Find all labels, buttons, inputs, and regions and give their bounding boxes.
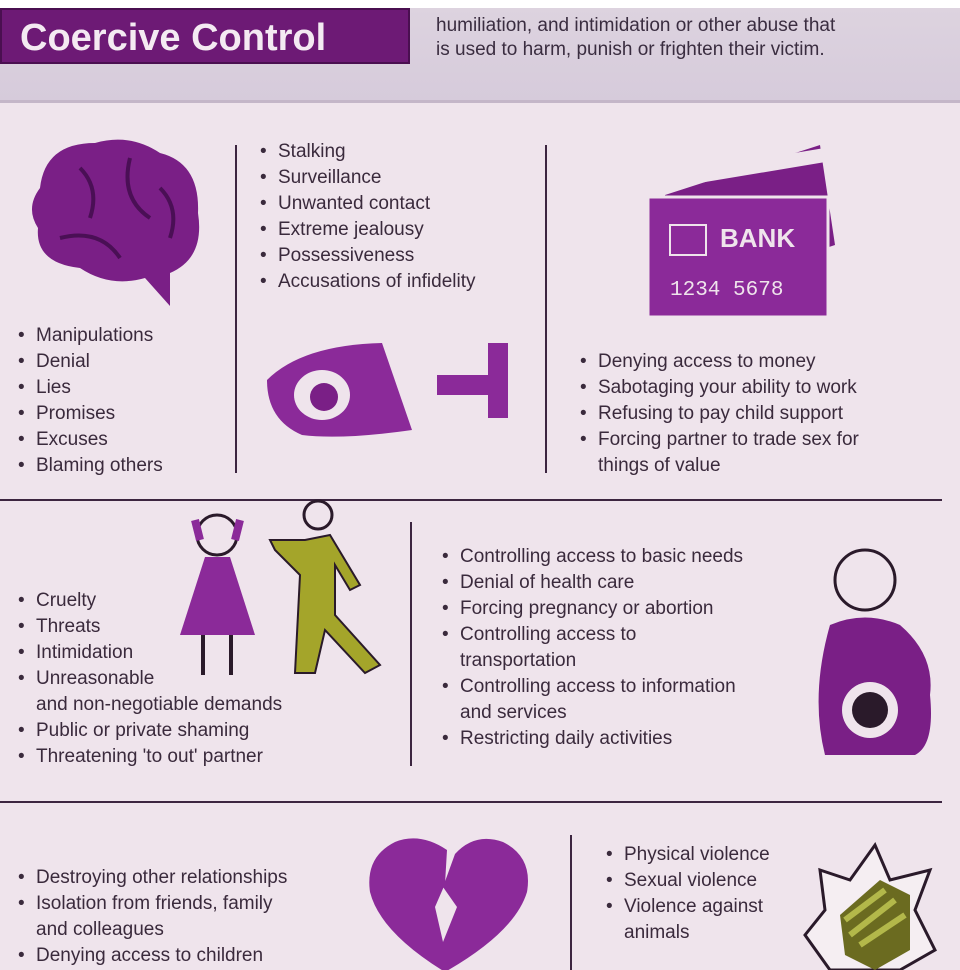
list-item: Destroying other relationships (16, 865, 287, 891)
broken-heart-icon (369, 838, 528, 970)
fist-icon (803, 841, 937, 970)
control-list: Controlling access to basic needs Denial… (440, 544, 743, 752)
list-item: Controlling access to basic needs (440, 544, 743, 570)
divider (570, 835, 572, 970)
divider (235, 145, 237, 473)
list-item: Surveillance (258, 165, 476, 191)
list-item: Refusing to pay child support (578, 401, 859, 427)
list-item: and non-negotiable demands (36, 694, 283, 715)
list-item: Denying access to money (578, 349, 859, 375)
divider (0, 100, 960, 103)
list-item: and services (460, 702, 567, 723)
card-bank-label: BANK (720, 223, 795, 253)
list-item: Denying access to children (16, 943, 287, 969)
list-item: Accusations of infidelity (258, 269, 476, 295)
violence-list: Physical violence Sexual violence Violen… (604, 842, 770, 946)
list-item: transportation (460, 650, 577, 671)
list-item: Isolation from friends, family (16, 891, 287, 917)
surveillance-camera-icon (267, 343, 508, 437)
divider (545, 145, 547, 473)
list-item: Sexual violence (604, 868, 770, 894)
list-item: Denial (16, 349, 163, 375)
list-item: Stalking (258, 139, 476, 165)
list-item: Violence against (604, 894, 770, 920)
isolation-list: Destroying other relationships Isolation… (16, 865, 287, 969)
divider (410, 522, 412, 766)
subtitle-line: is used to harm, punish or frighten thei… (436, 39, 825, 60)
threats-list: Cruelty Threats Intimidation Unreasonabl… (16, 588, 282, 770)
list-item: Controlling access to information (440, 674, 743, 700)
list-item: things of value (598, 455, 721, 476)
list-item: Cruelty (16, 588, 282, 614)
list-item: Promises (16, 401, 163, 427)
monitoring-list: Stalking Surveillance Unwanted contact E… (258, 139, 476, 295)
bank-card-icon: BANK 1234 5678 (646, 145, 835, 319)
financial-list: Denying access to money Sabotaging your … (578, 349, 859, 479)
brain-icon (31, 139, 200, 306)
list-item: animals (624, 922, 690, 943)
list-item: Controlling access to (440, 622, 743, 648)
page-title: Coercive Control (0, 8, 410, 64)
list-item: Forcing partner to trade sex for (578, 427, 859, 453)
list-item: Physical violence (604, 842, 770, 868)
divider (0, 801, 942, 803)
list-item: Threats (16, 614, 282, 640)
list-item: Manipulations (16, 323, 163, 349)
emotional-list: Manipulations Denial Lies Promises Excus… (16, 323, 163, 479)
list-item: Denial of health care (440, 570, 743, 596)
list-item: Extreme jealousy (258, 217, 476, 243)
list-item: Excuses (16, 427, 163, 453)
list-item: Unreasonable (16, 666, 282, 692)
list-item: Lies (16, 375, 163, 401)
list-item: Sabotaging your ability to work (578, 375, 859, 401)
list-item: Threatening 'to out' partner (16, 744, 282, 770)
list-item: Intimidation (16, 640, 282, 666)
subtitle-line: humiliation, and intimidation or other a… (436, 15, 836, 36)
list-item: Unwanted contact (258, 191, 476, 217)
divider (0, 499, 942, 501)
list-item: Possessiveness (258, 243, 476, 269)
subtitle: humiliation, and intimidation or other a… (436, 14, 835, 62)
list-item: and colleagues (36, 919, 164, 940)
list-item: Public or private shaming (16, 718, 282, 744)
abuse-figures-icon (180, 499, 382, 675)
card-number: 1234 5678 (670, 279, 783, 302)
pregnant-woman-icon (818, 548, 931, 755)
list-item: Forcing pregnancy or abortion (440, 596, 743, 622)
list-item: Blaming others (16, 453, 163, 479)
list-item: Restricting daily activities (440, 726, 743, 752)
